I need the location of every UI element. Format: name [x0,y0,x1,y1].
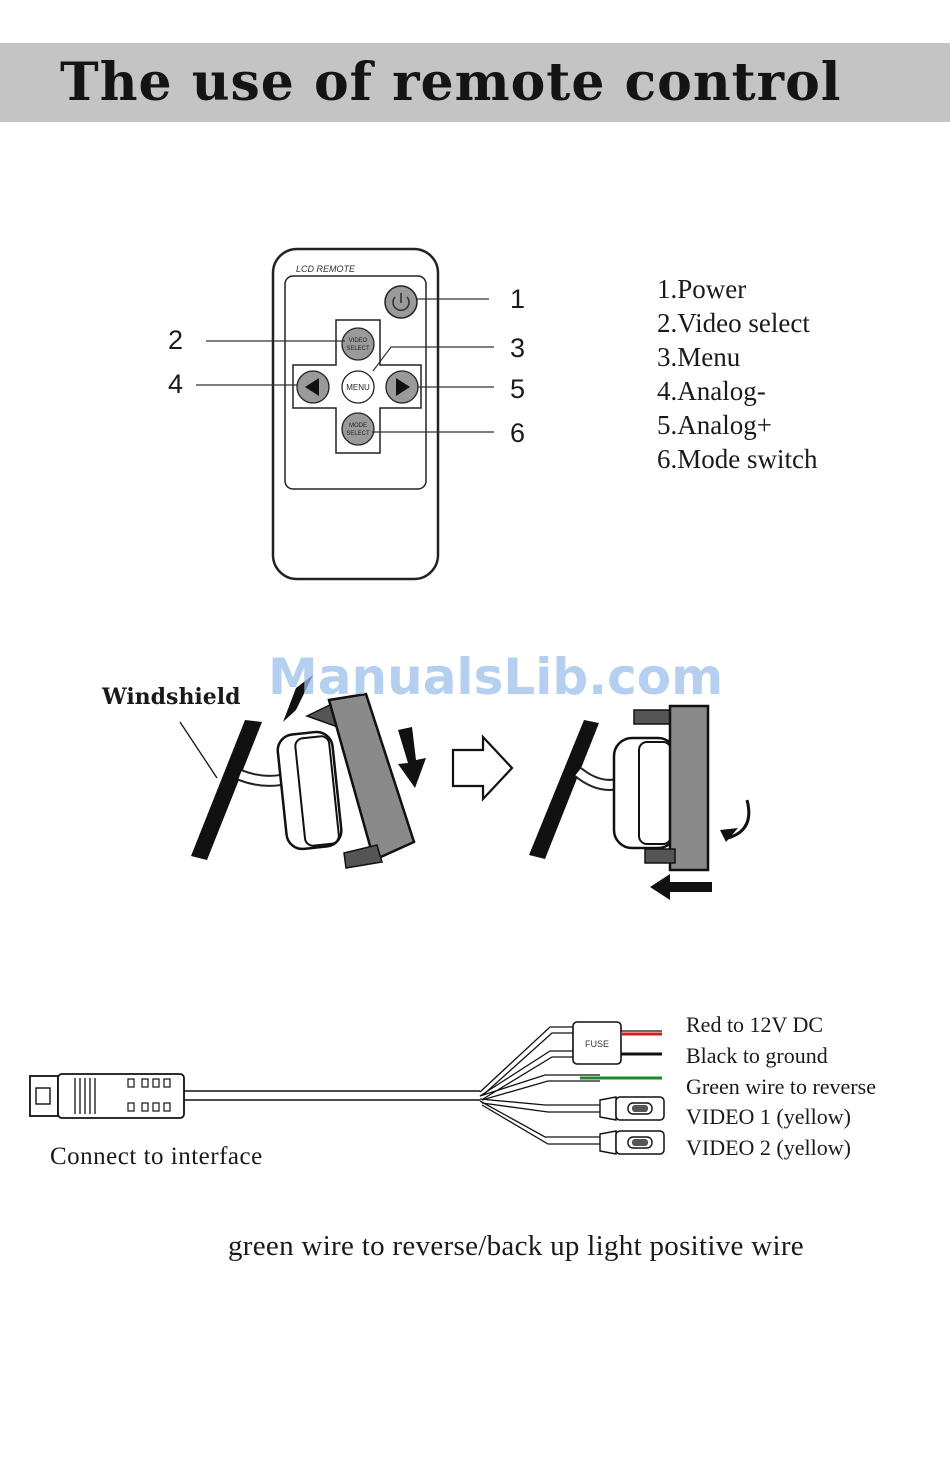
legend-item-power: 1.Power [657,274,747,304]
legend-item-analog-plus: 5.Analog+ [657,410,772,440]
down-arrow-icon [398,727,426,788]
monitor-right [668,704,710,872]
wire-label-red: Red to 12V DC [686,1012,824,1037]
footer-note: green wire to reverse/back up light posi… [228,1230,804,1262]
left-arrow-icon [305,378,319,396]
svg-text:SELECT: SELECT [346,431,370,437]
right-arrow-icon [396,378,410,396]
remote-brand-label: LCD REMOTE [296,264,356,274]
svg-text:SELECT: SELECT [346,346,370,352]
wire-label-green: Green wire to reverse [686,1074,876,1099]
next-step-arrow-icon [451,734,514,802]
watermark: ManualsLib.com [268,648,724,706]
header-band [0,43,950,122]
callout-6: 6 [510,418,526,448]
power-icon [392,296,410,312]
left-arrow-slide-icon [650,874,712,900]
windshield-label: Windshield [102,684,241,710]
fuse-label: FUSE [585,1039,609,1049]
wire-label-video-1: VIDEO 1 (yellow) [686,1104,851,1129]
windshield-left [191,720,262,860]
callout-3: 3 [510,333,526,363]
monitor-left [327,692,416,862]
menu-button [341,370,375,404]
svg-text:MODE: MODE [349,423,367,429]
callout-2: 2 [168,325,184,355]
menu-label: MENU [346,383,370,392]
rotate-arrow-icon [727,799,751,840]
callout-5: 5 [510,374,526,404]
legend-item-mode-switch: 6.Mode switch [657,444,818,474]
page-title: The use of remote control [60,52,842,113]
connector-label: Connect to interface [50,1143,263,1170]
mode-select-button [341,412,375,446]
legend-item-menu: 3.Menu [657,342,741,372]
callout-1: 1 [510,284,526,314]
wire-label-video-2: VIDEO 2 (yellow) [686,1135,851,1160]
fuse-box [572,1021,622,1065]
legend-item-video-select: 2.Video select [657,308,810,338]
legend-item-analog-minus: 4.Analog- [657,376,766,406]
svg-text:VIDEO: VIDEO [349,338,368,344]
windshield-leader [179,721,218,779]
rca-connector-1 [599,1096,665,1121]
video-select-button [341,327,375,361]
push-arrow-icon [283,675,313,722]
connector-plug [29,1075,59,1117]
wiring-harness: FUSE [29,1021,665,1155]
callout-lines [196,298,494,433]
rca-connector-2 [599,1130,665,1155]
mounting-illustration [179,675,751,900]
callout-4: 4 [168,369,184,399]
windshield-right [529,720,599,859]
remote-control: LCD REMOTE VIDEO SELECT MENU MODE SELECT [196,247,494,581]
wire-label-black: Black to ground [686,1043,828,1068]
